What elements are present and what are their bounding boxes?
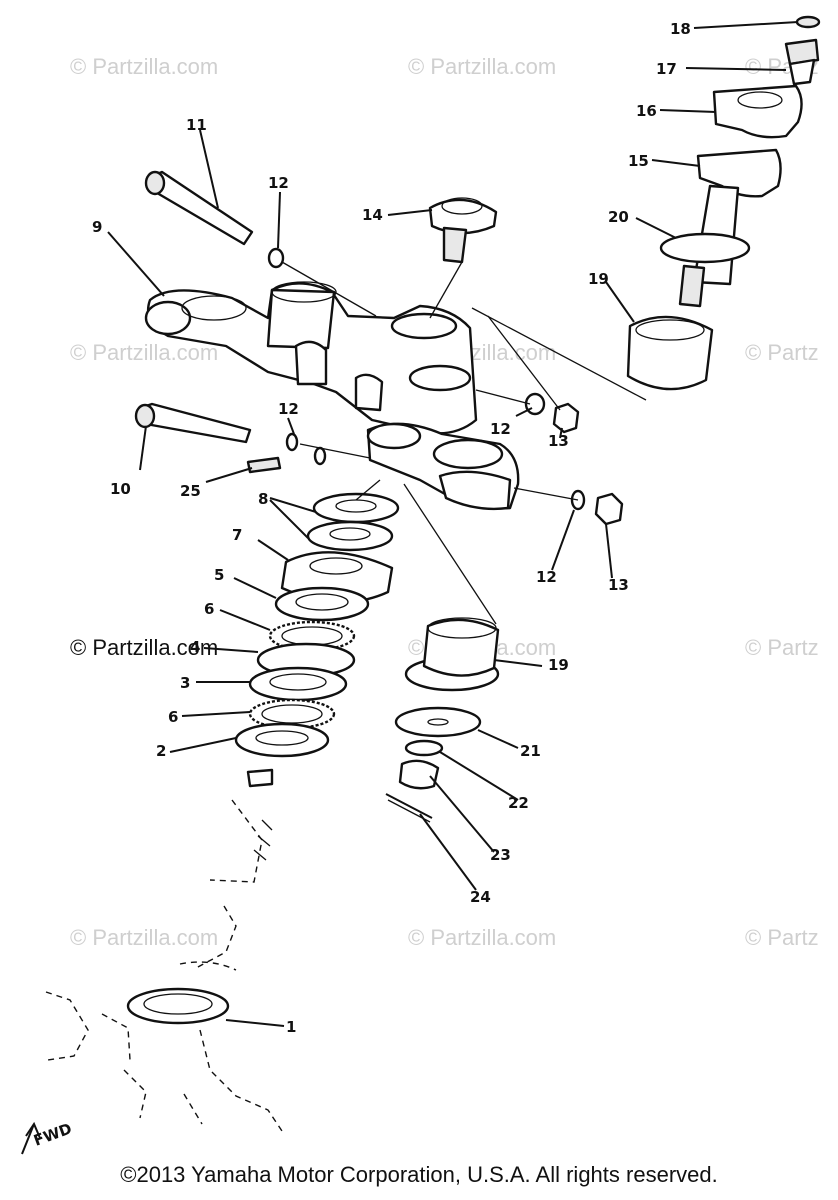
callout-6-lower: 6 xyxy=(168,708,178,726)
watermark: © Partz xyxy=(745,340,819,365)
callout-12-lower: 12 xyxy=(536,568,557,586)
part-12-washer xyxy=(285,432,299,452)
callout-12-right: 12 xyxy=(490,420,511,438)
part-14-stem-bolt xyxy=(428,197,498,264)
watermark: © Partzilla.com xyxy=(70,54,219,79)
part-13-nut xyxy=(552,402,580,434)
fwd-label: FWD xyxy=(31,1119,74,1149)
watermark: © Partzilla.com xyxy=(408,925,557,950)
part-8-lock-nuts xyxy=(306,492,400,552)
part-12-washer xyxy=(267,247,285,269)
watermark: © Partzilla.com xyxy=(408,54,557,79)
callout-16: 16 xyxy=(636,102,657,120)
callout-10: 10 xyxy=(110,480,131,498)
part-19-bushing-upper xyxy=(626,315,714,391)
part-12-washer xyxy=(313,446,327,466)
callout-22: 22 xyxy=(508,794,529,812)
part-3-race xyxy=(248,666,348,702)
callout-19-lower: 19 xyxy=(548,656,569,674)
watermark: © Partz xyxy=(745,925,819,950)
part-25-clip xyxy=(246,456,282,474)
callout-13-lower: 13 xyxy=(608,576,629,594)
watermark: © Partzilla.com xyxy=(70,925,219,950)
frame-fragment xyxy=(45,991,285,1135)
callout-23: 23 xyxy=(490,846,511,864)
callout-6-upper: 6 xyxy=(204,600,214,618)
part-5-race xyxy=(274,586,370,622)
callout-4: 4 xyxy=(190,638,200,656)
callout-3: 3 xyxy=(180,674,190,692)
part-17-bolt xyxy=(784,38,820,86)
steering-stem xyxy=(179,768,274,971)
callouts: 18 17 16 15 20 19 11 12 14 9 12 12 13 10… xyxy=(92,20,691,1036)
assembly-lines xyxy=(281,261,647,625)
part-2-race xyxy=(234,722,330,758)
part-24-cotter-pin xyxy=(385,793,433,823)
part-23-nut xyxy=(398,759,440,790)
watermark: © Partzilla.com xyxy=(70,340,219,365)
part-9-upper-bracket xyxy=(144,281,478,435)
callout-11: 11 xyxy=(186,116,207,134)
callout-15: 15 xyxy=(628,152,649,170)
part-16-clamp-upper xyxy=(712,84,803,139)
callout-25: 25 xyxy=(180,482,201,500)
callout-21: 21 xyxy=(520,742,541,760)
callout-8: 8 xyxy=(258,490,268,508)
part-10-bolt xyxy=(134,402,252,444)
callout-17: 17 xyxy=(656,60,677,78)
callout-24: 24 xyxy=(470,888,491,906)
callout-20: 20 xyxy=(608,208,629,226)
part-13-nut xyxy=(594,492,624,526)
callout-7: 7 xyxy=(232,526,242,544)
callout-13-upper: 13 xyxy=(548,432,569,450)
callout-12-left: 12 xyxy=(278,400,299,418)
part-1-race xyxy=(126,987,230,1025)
watermark: © Partz xyxy=(745,635,819,660)
callout-9: 9 xyxy=(92,218,102,236)
part-22-washer xyxy=(404,739,444,757)
part-21-washer xyxy=(394,706,482,738)
callout-12-top: 12 xyxy=(268,174,289,192)
part-18-cap xyxy=(795,15,821,29)
callout-19-upper: 19 xyxy=(588,270,609,288)
callout-5: 5 xyxy=(214,566,224,584)
copyright-notice: ©2013 Yamaha Motor Corporation, U.S.A. A… xyxy=(120,1162,718,1187)
callout-1: 1 xyxy=(286,1018,296,1036)
callout-2: 2 xyxy=(156,742,166,760)
watermark-dark: © Partzilla.com xyxy=(70,635,219,660)
forward-arrow xyxy=(21,1121,41,1155)
part-11-bolt xyxy=(144,170,254,246)
callout-18: 18 xyxy=(670,20,691,38)
part-20-washer xyxy=(659,232,751,264)
part-19-bushing-lower xyxy=(404,617,500,692)
lower-bracket xyxy=(366,422,520,511)
part-15-clamp-lower xyxy=(659,148,782,308)
callout-14: 14 xyxy=(362,206,383,224)
leader-lines xyxy=(107,21,799,1027)
